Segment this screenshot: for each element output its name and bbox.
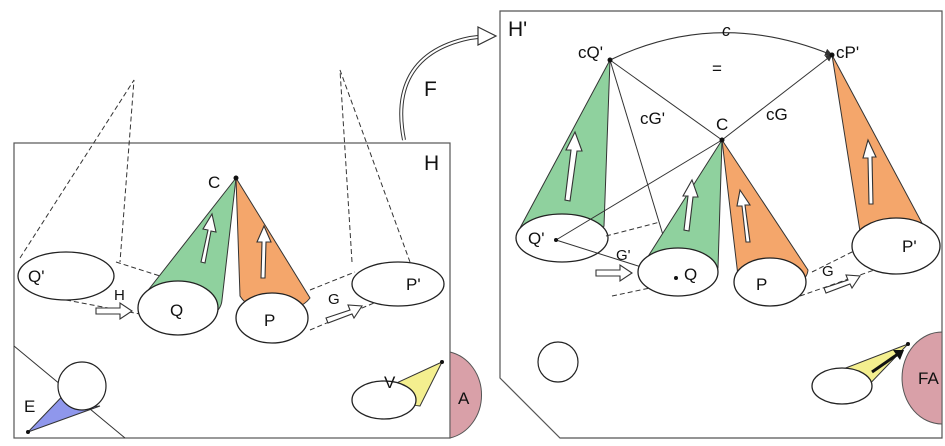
pink-region-fa [901,331,943,425]
apex-c-point [233,175,239,181]
pink-region-fa-label: FA [918,369,939,388]
right-panel: c = Q' G' Q P C [499,10,943,439]
map-arrow-f-outer [399,34,487,141]
h-translation-arrow [95,301,133,321]
green-cone-q-prime-label: Q' [528,229,544,248]
yellow-cone-v-base [351,380,417,420]
g-arrow-label: G [328,291,340,308]
right-apex-c-label: C [716,115,728,134]
yellow-cone-right-arrow [871,352,899,374]
green-cone-q-base [137,280,219,336]
blue-cone-e-apex [26,430,30,434]
yellow-cone-v-apex [440,360,444,364]
orange-cone-p-arrow [256,224,272,279]
orange-cone-p-prime-label: P' [902,237,917,256]
q-prime-shadow-ellipse [17,251,115,301]
right-apex-c-point [719,137,725,143]
green-cone-q-right-base [637,247,719,297]
equals-label: = [712,59,722,78]
right-link-dash-1 [605,221,661,237]
green-cone-q-right-arrow [682,178,699,232]
yellow-cone-right-arrow-head [893,350,904,360]
cp-prime-point [829,52,835,58]
q-prime-to-c-line [555,139,723,241]
orange-cone-p-right-label: P [756,275,767,294]
g-arrow-right-label: G [822,263,834,280]
green-cone-q-prime-arrow [564,130,583,202]
green-cone-q-right-label: Q [684,265,697,284]
yellow-cone-right-apex [906,342,910,346]
green-cone-q-arrow [200,212,217,264]
right-corner-circle [537,341,579,383]
arc-c [609,32,833,61]
q-center-point [674,276,678,280]
green-cone-q-prime-base [515,213,609,263]
map-arrow-f-inner [400,35,487,141]
orange-cone-p-base [235,292,309,344]
green-cone-q-label: Q [170,301,183,320]
orange-cone-p-right-base [733,257,807,307]
right-link-dash-2 [611,287,651,297]
cq-prime-label: cQ' [578,43,603,62]
orange-cone-p-prime-base [851,217,941,275]
cg-label: cG [766,105,788,124]
left-panel: Q' P' Q P C H G H E V [13,69,483,439]
cq-prime-point [607,57,613,63]
right-link-dash-4 [799,267,881,297]
p-prime-shadow-label: P' [406,275,421,294]
orange-cone-p-right-arrow [736,188,752,243]
map-arrow-f-head [477,26,498,46]
left-shadow-projection-q [19,79,135,263]
yellow-cone-v-label: V [384,373,396,392]
cg-prime-label: cG' [640,109,665,128]
orange-cone-p-prime-arrow [862,138,877,205]
arc-c-label: c [722,21,731,40]
pink-region-a-label: A [458,389,470,408]
pink-region-a [449,351,483,439]
right-panel-label: H' [508,18,527,41]
q-prime-shadow-label: Q' [28,267,44,286]
blue-cone-e-label: E [24,397,35,416]
right-panel-frame [499,10,943,439]
q-shift-arrow [595,263,633,283]
left-shadow-projection-p [339,69,411,263]
q-prime-center-point [554,238,558,242]
p-prime-shadow-ellipse [351,261,445,307]
orange-cone-p-label: P [264,311,275,330]
blue-cone-e-base [57,361,107,411]
cg-line [721,54,833,141]
cg-prime-line [609,59,723,141]
apex-c-label: C [208,173,220,192]
yellow-cone-right-base [811,367,873,405]
left-panel-label: H [424,152,439,175]
g-prime-label: G' [616,247,631,264]
left-link-dash-2 [65,299,141,315]
cp-prime-label: cP' [836,43,859,62]
g-translation-arrow [325,304,363,324]
left-link-dash-3 [309,271,356,291]
map-arrow-f-label: F [424,78,437,101]
map-arrow-f: F [399,26,498,141]
h-arrow-label: H [114,287,125,304]
g-translation-arrow-right [823,274,861,294]
